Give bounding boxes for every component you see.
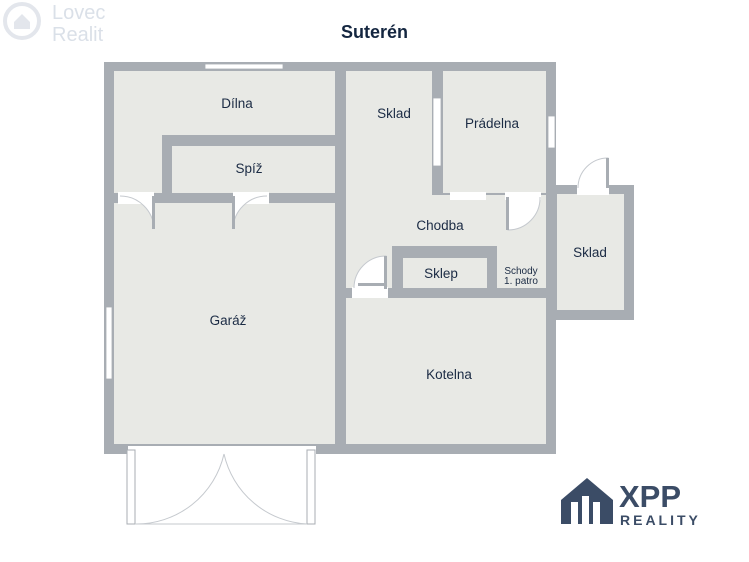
watermark-house-icon <box>14 14 30 29</box>
room-sklep <box>403 258 487 288</box>
room-dilna <box>114 71 335 135</box>
door-frame-sklep <box>358 283 386 286</box>
room-pradelna <box>443 71 546 193</box>
label-sklad-outer: Sklad <box>573 245 607 260</box>
door-opening-pradelna-a <box>450 192 486 200</box>
door-leaf-dilna <box>152 196 155 229</box>
logo-house-bar-3 <box>593 502 600 524</box>
window-garaz <box>105 306 113 380</box>
windows <box>105 63 556 380</box>
label-dilna: Dílna <box>221 96 253 111</box>
logo-main-text: XPP <box>619 479 681 514</box>
garage-door-opening <box>128 446 316 456</box>
watermark-line1: Lovec <box>52 2 105 24</box>
label-pradelna: Prádelna <box>465 116 520 131</box>
door-leaf-sklep <box>384 256 387 289</box>
label-sklep: Sklep <box>424 266 458 281</box>
room-spiz <box>172 146 335 193</box>
garage-door-swing-right <box>223 453 308 525</box>
logo-house-bar-2 <box>582 496 589 524</box>
label-schody-line2: 1. patro <box>504 276 538 287</box>
logo-sub-text: REALITY <box>620 512 701 528</box>
room-sklad-outer <box>557 194 624 310</box>
door-swing-pradelna <box>507 196 541 231</box>
label-chodba: Chodba <box>416 218 464 233</box>
door-leaf-annex <box>606 158 609 188</box>
garage-door-leaf-right <box>306 449 316 525</box>
room-kotelna <box>346 298 546 444</box>
garage-door-swing-left <box>134 453 225 525</box>
room-garaz <box>114 203 335 444</box>
sklep-walls <box>388 246 497 298</box>
watermark-line2: Realit <box>52 24 104 46</box>
door-opening-sklep <box>352 287 388 298</box>
label-sklad-inner: Sklad <box>377 106 411 121</box>
window-pradelna <box>547 115 556 149</box>
label-spiz: Spíž <box>235 161 262 176</box>
garage-door-leaf-left <box>126 449 136 525</box>
label-schody-line1: Schody <box>504 266 537 277</box>
label-garaz: Garáž <box>210 313 247 328</box>
garage-door <box>126 446 316 525</box>
window-dilna <box>204 63 284 70</box>
room-stairs <box>497 247 546 288</box>
watermark: Lovec Realit <box>3 2 105 46</box>
door-leaf-pradelna <box>506 197 509 230</box>
door-swing-annex <box>577 157 609 189</box>
room-dilna-extension <box>114 135 162 193</box>
door-leaf-spiz <box>232 196 235 229</box>
xpp-reality-logo: XPP REALITY <box>561 478 701 528</box>
room-sklad-inner <box>346 71 432 195</box>
plan-title: Suterén <box>340 22 409 42</box>
window-sklad-pradelna <box>432 97 442 167</box>
doors <box>118 157 609 298</box>
label-kotelna: Kotelna <box>426 367 472 382</box>
door-opening-pradelna-b <box>505 192 541 200</box>
watermark-ring-icon <box>3 2 41 40</box>
logo-house-bar-1 <box>571 502 578 524</box>
